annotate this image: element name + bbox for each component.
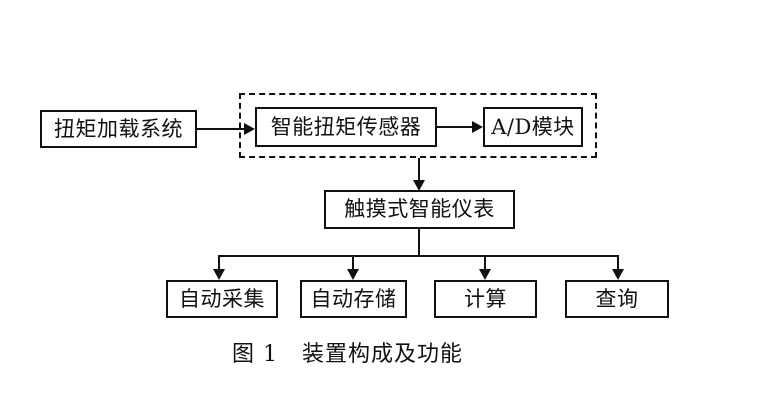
connector-loading-to-sensor-line — [197, 128, 244, 130]
node-ad-module[interactable]: A/D模块 — [483, 107, 583, 147]
figure-caption: 图 1 装置构成及功能 — [232, 342, 463, 367]
connector-group-to-instrument-line — [418, 158, 420, 182]
node-smart-torque-sensor[interactable]: 智能扭矩传感器 — [255, 107, 437, 147]
bus-stem-line — [418, 229, 420, 256]
node-calculate[interactable]: 计算 — [434, 280, 537, 318]
node-touch-smart-instrument[interactable]: 触摸式智能仪表 — [324, 190, 515, 229]
connector-sensor-to-ad-line — [437, 126, 472, 128]
branch-line-auto-acquire — [218, 255, 220, 271]
node-torque-loading-system[interactable]: 扭矩加载系统 — [40, 110, 197, 148]
node-auto-store[interactable]: 自动存储 — [300, 280, 407, 318]
branch-arrowhead-query — [612, 269, 624, 280]
dashed-group-sensor-ad — [239, 93, 597, 158]
bus-horizontal-line — [218, 255, 619, 257]
connector-group-to-instrument-arrowhead — [413, 180, 425, 191]
branch-line-query — [617, 255, 619, 271]
connector-sensor-to-ad-arrowhead — [472, 121, 483, 133]
branch-arrowhead-auto-acquire — [213, 269, 225, 280]
connector-loading-to-sensor-arrowhead — [244, 123, 255, 135]
branch-arrowhead-auto-store — [347, 269, 359, 280]
node-auto-acquire[interactable]: 自动采集 — [166, 280, 278, 318]
branch-line-calculate — [484, 255, 486, 271]
node-query[interactable]: 查询 — [565, 280, 669, 318]
branch-arrowhead-calculate — [479, 269, 491, 280]
branch-line-auto-store — [352, 255, 354, 271]
